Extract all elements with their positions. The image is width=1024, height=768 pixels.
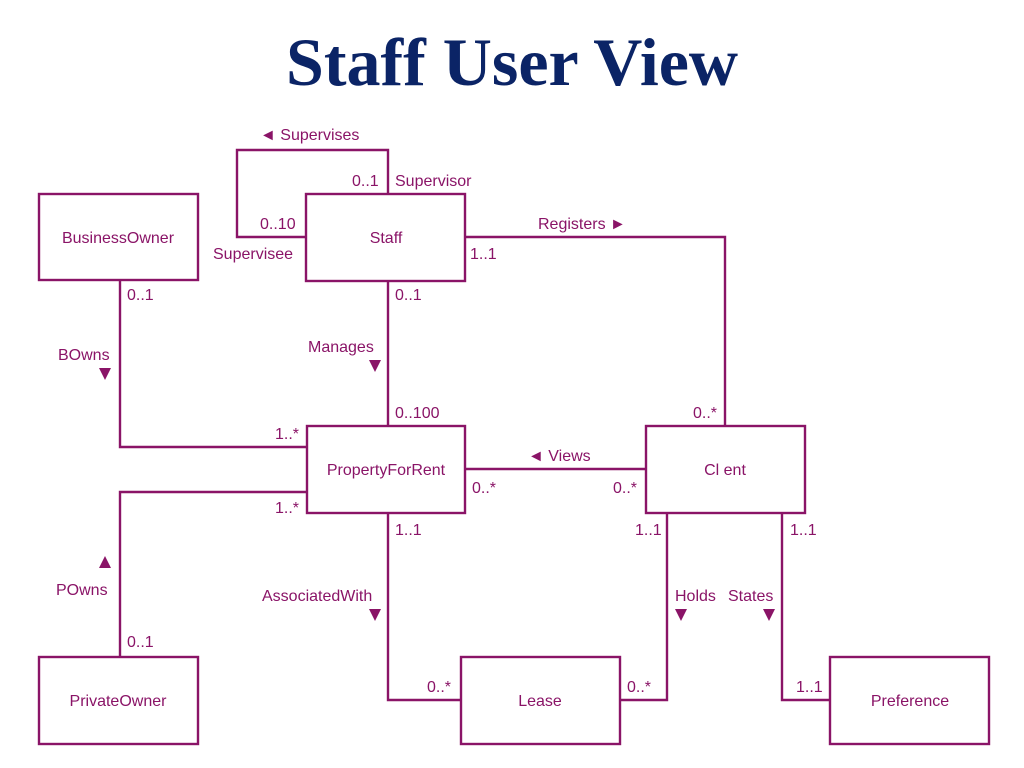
entity-label: Lease [518,693,562,710]
entity-box [304,192,467,283]
entity-box [644,424,807,515]
relationship-holds: Holds [675,588,716,605]
powns-direction-icon [99,556,111,568]
relationship-supervises: ◄ Supervises [260,127,359,144]
multiplicity-label: 0..1 [352,173,379,190]
multiplicity-label: 0..* [627,679,651,696]
states-direction-icon [763,609,775,621]
powns-connector [118,490,307,657]
entity-box [37,655,200,746]
multiplicity-label: 1..1 [395,522,422,539]
multiplicity-label: 0..1 [395,287,422,304]
holds-direction-icon [675,609,687,621]
relationship-views: ◄ Views [528,448,591,465]
entity-box [828,655,991,746]
entity-lease: Lease [459,655,622,746]
multiplicity-label: 1..1 [470,246,497,263]
multiplicity-label: 0..1 [127,634,154,651]
manages-direction-icon [369,360,381,372]
entity-label: Preference [871,693,949,710]
associatedwith-connector [386,513,461,702]
multiplicity-label: 1..1 [790,522,817,539]
multiplicity-label: 1..1 [796,679,823,696]
entity-box [37,192,200,282]
entity-label: Cl ent [704,462,746,479]
associatedwith-direction-icon [369,609,381,621]
multiplicity-label: 0..* [613,480,637,497]
entity-box [459,655,622,746]
multiplicity-label: 1..* [275,500,299,517]
bowns-direction-icon [99,368,111,380]
multiplicity-label: 1..* [275,426,299,443]
multiplicity-label: 0..1 [127,287,154,304]
role-supervisee: Supervisee [213,246,293,263]
entity-preference: Preference [828,655,991,746]
connectors [118,148,830,702]
multiplicity-label: 0..* [472,480,496,497]
entity-box [305,424,467,515]
entity-label: PropertyForRent [327,462,446,479]
multiplicity-label: 0..* [427,679,451,696]
entity-business-owner: BusinessOwner [37,192,200,282]
entity-label: PrivateOwner [70,693,168,710]
bowns-connector [118,280,307,449]
multiplicity-label: 0..10 [260,216,296,233]
relationship-bowns: BOwns [58,347,110,364]
relationship-states: States [728,588,773,605]
relationship-registers: Registers ► [538,216,626,233]
entity-private-owner: PrivateOwner [37,655,200,746]
relationship-associatedwith: AssociatedWith [262,588,372,605]
multiplicity-label: 0..100 [395,405,440,422]
relationship-manages: Manages [308,339,374,356]
entity-client: Cl ent [644,424,807,515]
holds-connector [620,513,669,702]
states-connector [780,513,830,702]
entity-label: BusinessOwner [62,230,175,247]
multiplicity-label: 0..* [693,405,717,422]
entity-property-for-rent: PropertyForRent [305,424,467,515]
role-supervisor: Supervisor [395,173,472,190]
entity-label: Staff [370,230,403,247]
entity-staff: Staff [304,192,467,283]
page-title: Staff User View [286,24,738,100]
supervises-connector [235,148,390,239]
relationship-powns: POwns [56,582,108,599]
registers-connector [465,235,727,426]
multiplicity-label: 1..1 [635,522,662,539]
